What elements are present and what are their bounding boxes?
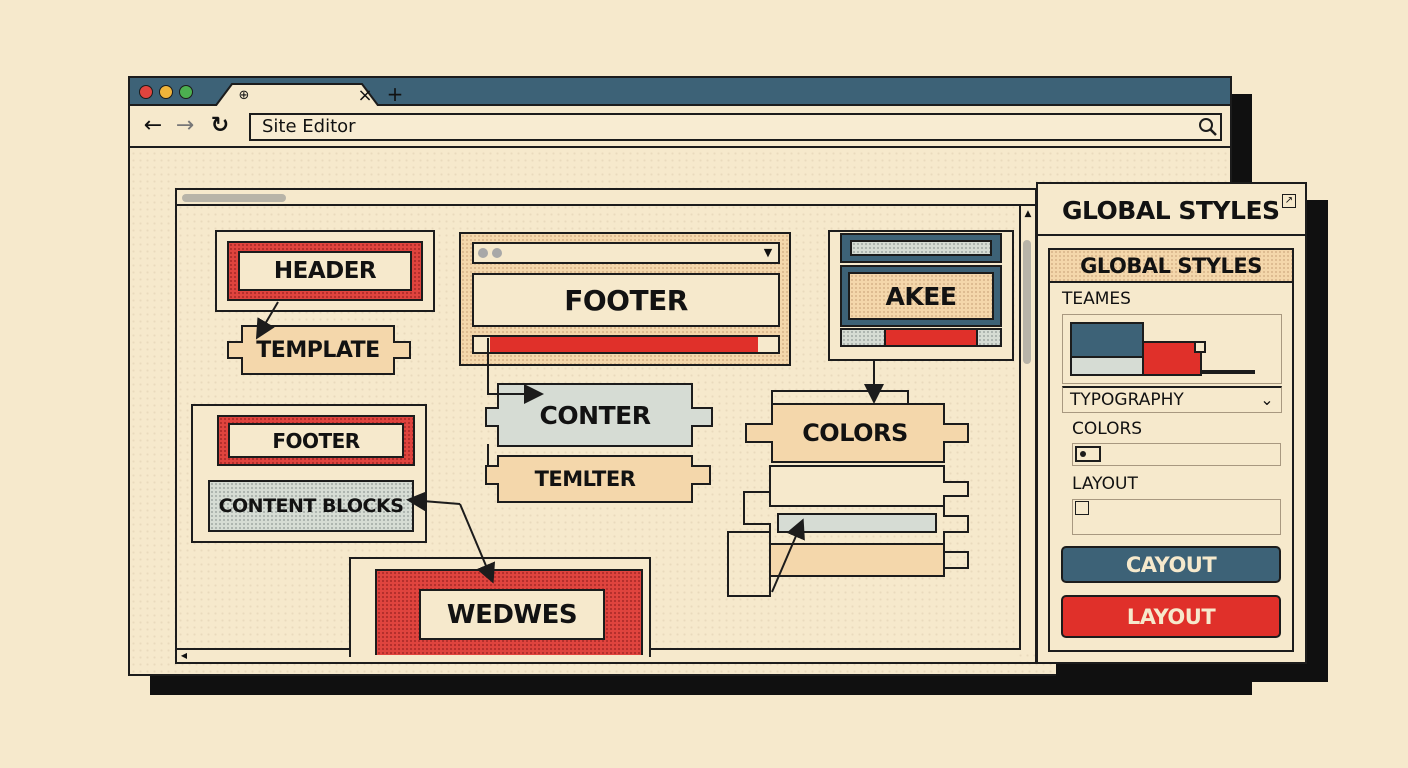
footer-progress-fill xyxy=(490,337,758,352)
secondary-button[interactable]: LAYOUT xyxy=(1061,595,1281,638)
typography-dropdown[interactable] xyxy=(1062,386,1282,413)
colors-tag-label[interactable]: COLORS xyxy=(802,419,908,447)
wedwes-label[interactable]: WEDWES xyxy=(419,589,605,640)
minimize-window-button[interactable] xyxy=(159,85,173,99)
vertical-scroll-thumb[interactable] xyxy=(1023,240,1031,364)
theme-swatch-chart xyxy=(1070,322,1255,376)
address-bar[interactable] xyxy=(249,113,1222,141)
primary-button[interactable]: CAYOUT xyxy=(1061,546,1281,583)
chevron-down-icon[interactable]: ▼ xyxy=(763,246,773,259)
toolbar-dot-1 xyxy=(478,248,488,258)
new-tab-button[interactable]: + xyxy=(386,82,404,106)
header-block-label: HEADER xyxy=(238,251,412,291)
horizontal-scroll-thumb-top[interactable] xyxy=(182,194,286,202)
scroll-up-icon[interactable]: ▲ xyxy=(1024,209,1032,219)
temlter-tag-label: TEMLTER xyxy=(534,467,636,491)
toolbar-dot-2 xyxy=(492,248,502,258)
back-arrow-icon[interactable]: ← xyxy=(143,113,163,138)
themes-preview[interactable] xyxy=(1062,314,1282,384)
title-bar xyxy=(130,78,1230,106)
panel-title: GLOBAL STYLES xyxy=(1062,195,1280,225)
maximize-window-button[interactable] xyxy=(179,85,193,99)
typography-label: TYPOGRAPHY xyxy=(1070,390,1184,410)
scroll-left-icon[interactable]: ◀ xyxy=(180,651,188,660)
colors-swatch-icon[interactable] xyxy=(1075,446,1101,462)
address-text: Site Editor xyxy=(262,116,356,137)
layout-checkbox[interactable] xyxy=(1075,501,1089,515)
akee-top-bar-inner xyxy=(850,240,992,256)
colors-field[interactable] xyxy=(1072,443,1281,466)
globe-icon: ⊕ xyxy=(238,88,250,103)
colors-label: COLORS xyxy=(1072,419,1143,439)
content-blocks-label[interactable]: CONTENT BLOCKS xyxy=(208,480,414,532)
layout-field[interactable] xyxy=(1072,499,1281,535)
close-tab-icon[interactable]: × xyxy=(357,85,373,106)
footer-center-label[interactable]: FOOTER xyxy=(472,273,780,327)
themes-label: TEAMES xyxy=(1062,289,1131,309)
reload-icon[interactable]: ↻ xyxy=(210,113,230,138)
akee-label[interactable]: AKEE xyxy=(848,272,994,320)
template-tag-label: TEMPLATE xyxy=(256,337,380,363)
akee-bottom-fill xyxy=(884,330,978,345)
search-icon[interactable] xyxy=(1197,116,1219,138)
forward-arrow-icon[interactable]: → xyxy=(175,113,195,138)
typography-chevron-icon[interactable]: ⌄ xyxy=(1260,390,1274,409)
panel-detach-icon[interactable]: ↗ xyxy=(1282,194,1296,208)
footer-left-label[interactable]: FOOTER xyxy=(228,423,404,458)
canvas-toolbar xyxy=(177,190,1035,206)
panel-divider xyxy=(1038,234,1305,236)
footer-center-toolbar[interactable] xyxy=(472,242,780,264)
panel-subtitle: GLOBAL STYLES xyxy=(1050,250,1292,283)
layout-label: LAYOUT xyxy=(1072,474,1138,494)
conter-tag-label: CONTER xyxy=(539,400,651,430)
close-window-button[interactable] xyxy=(139,85,153,99)
